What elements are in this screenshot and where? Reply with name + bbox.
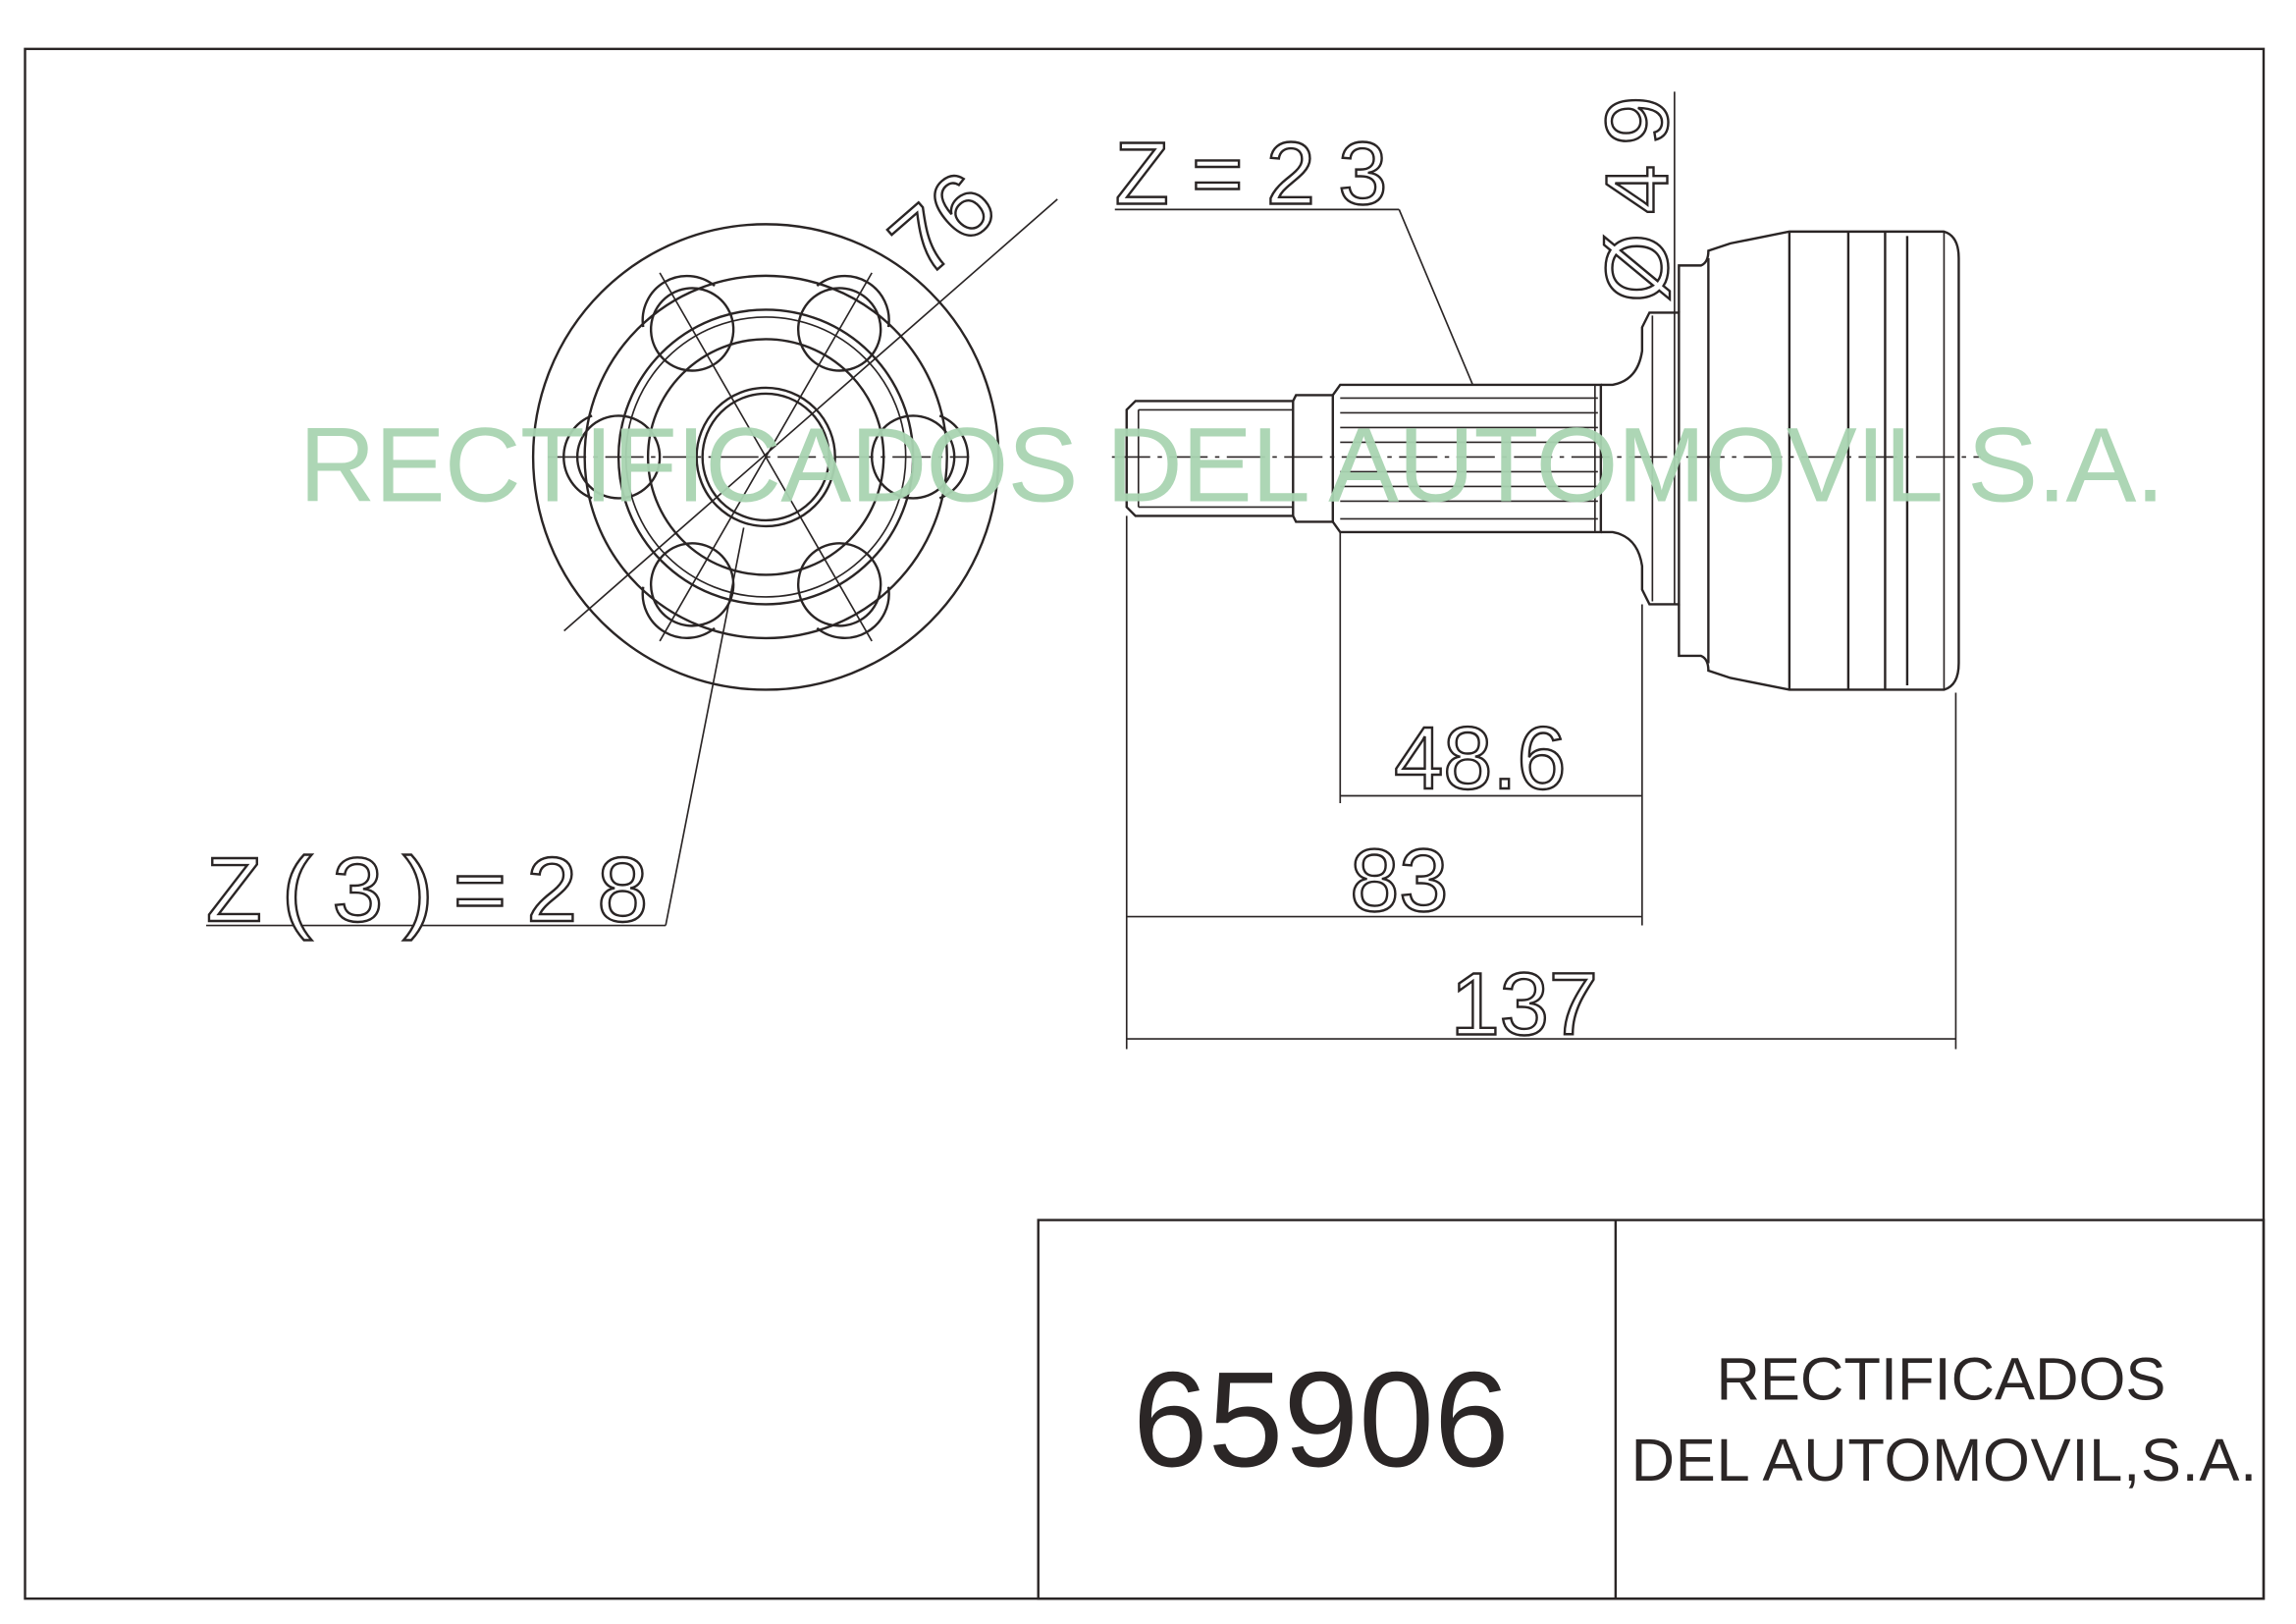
title-block (1037, 1218, 2266, 1600)
watermark: RECTIFICADOS DEL AUTOMOVIL S.A. (299, 405, 2165, 523)
outer-diameter-label: 76 (871, 151, 1014, 295)
spline-length-label: 48.6 (1394, 710, 1566, 808)
company-line-1: RECTIFICADOS (1716, 1346, 2165, 1414)
company-line-2: DEL AUTOMOVIL,S.A. (1631, 1427, 2258, 1494)
shaft-length-label: 83 (1350, 833, 1448, 931)
seal-diameter-label: Ø49 (1588, 96, 1686, 302)
leader-line (665, 527, 745, 926)
shaft-teeth-label: Z=23 (1115, 125, 1388, 223)
diameter-dimension-line (563, 198, 1058, 632)
part-number: 65906 (1133, 1344, 1510, 1495)
total-length-label: 137 (1451, 956, 1598, 1055)
front-view (206, 198, 1058, 927)
side-view (1111, 91, 1981, 1050)
